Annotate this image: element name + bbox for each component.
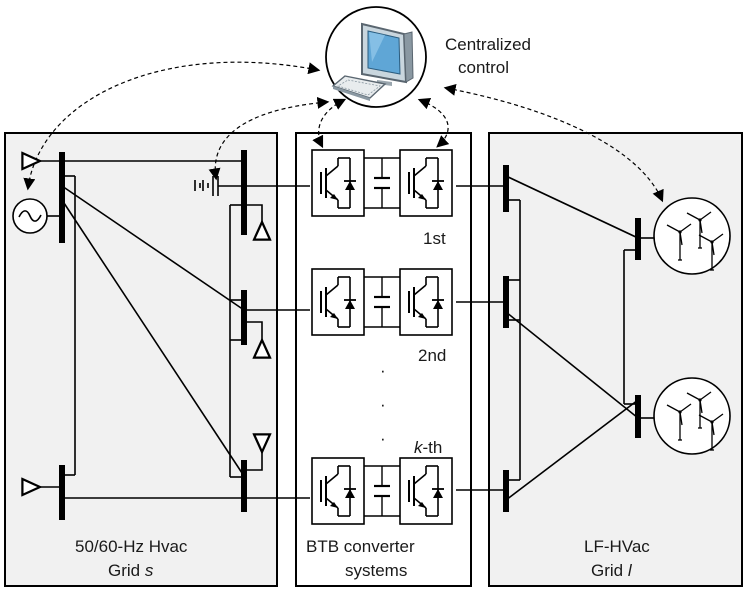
grid-s-panel [4,132,278,587]
centralized-control-node: Centralized control [325,6,531,108]
btb-label-line2: systems [345,561,407,580]
control-label-line1: Centralized [445,35,531,54]
continuation-dots: · · · [380,361,386,448]
btb-unit-label-kth: k-th [414,438,442,457]
svg-text:·: · [380,395,386,414]
btb-label-line1: BTB converter [306,537,415,556]
svg-text:·: · [380,429,386,448]
control-label-line2: control [458,58,509,77]
btb-unit-label-2nd: 2nd [418,346,446,365]
grid-s-network [12,150,310,520]
computer-icon [331,22,414,101]
btb-unit-label-1st: 1st [423,229,446,248]
svg-text:·: · [380,361,386,380]
wind-farm-2 [653,377,731,455]
grid-s-label-line2: Grid s [108,561,154,580]
battery-icon [194,176,244,196]
grid-l-network [456,165,654,512]
wind-farm-1 [653,197,731,275]
grid-l-label-line1: LF-HVac [584,537,650,556]
grid-l-label-line2: Grid l [591,561,633,580]
grid-s-label-line1: 50/60-Hz Hvac [75,537,188,556]
